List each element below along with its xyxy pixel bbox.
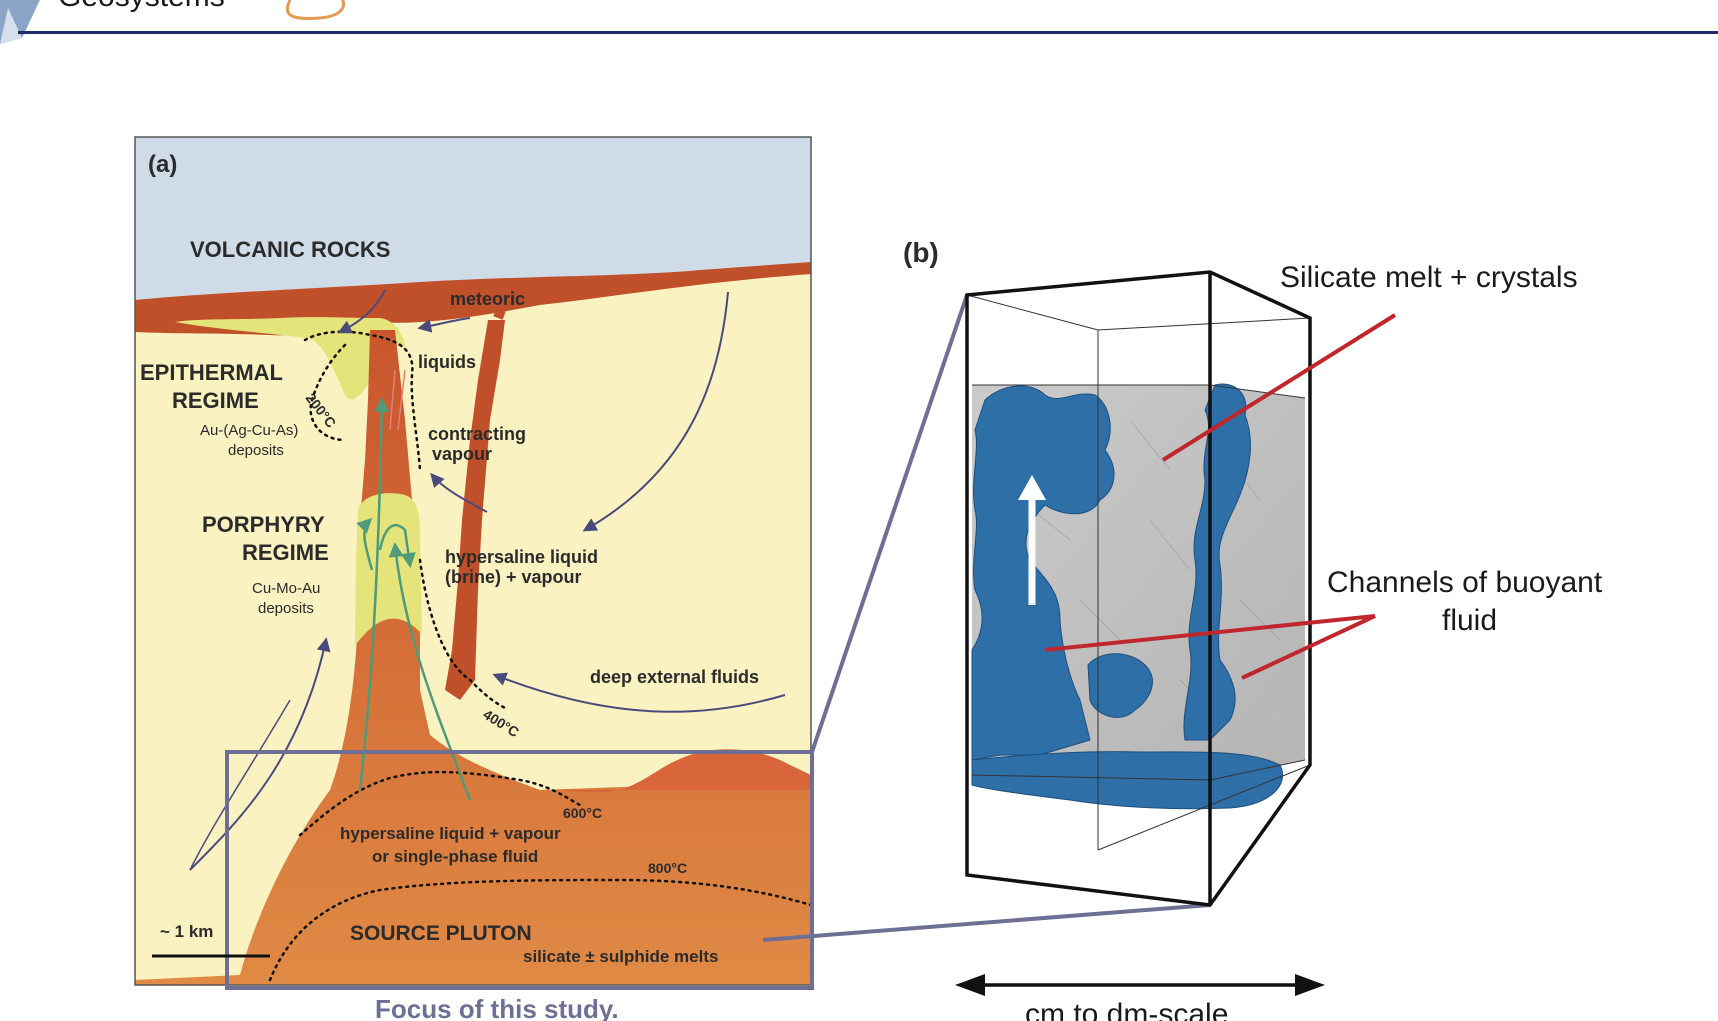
meteoric-label: meteoric (450, 289, 525, 309)
lower-fluid-label-2: or single-phase fluid (372, 847, 538, 866)
fluid-flow-arrow-3 (378, 524, 416, 568)
epithermal-deposits-2: deposits (228, 442, 284, 459)
meteoric-arrow-2 (417, 317, 471, 333)
liquids-label: liquids (418, 352, 476, 372)
porphyry-label-1: PORPHYRY (202, 512, 325, 537)
volcanic-rocks-label: VOLCANIC ROCKS (190, 237, 390, 262)
isotherm-800-label: 800°C (648, 860, 687, 876)
deep-fluid-arrow-2 (492, 672, 786, 713)
panel-b: (b) (903, 237, 1603, 1021)
vapour-streak-1 (389, 369, 396, 431)
fluid-flow-arrow-2 (388, 542, 472, 801)
epithermal-deposits-1: Au-(Ag-Cu-As) (200, 422, 298, 439)
porphyry-deposits-2: deposits (258, 600, 314, 617)
deep-fluids-label: deep external fluids (590, 667, 759, 687)
intrusion (135, 330, 811, 985)
header-rule (18, 31, 1718, 34)
mid-blob (1087, 653, 1153, 718)
box-inner-edges (966, 294, 1311, 851)
projection-line-top (810, 294, 969, 753)
dyke-top (493, 277, 509, 320)
volcanic-layer (135, 262, 811, 336)
isotherm-400 (418, 558, 507, 710)
box-outer-edges (965, 270, 1312, 907)
bottom-pool (971, 751, 1283, 810)
channels-label-2: fluid (1442, 604, 1497, 637)
meteoric-arrow-1 (337, 289, 386, 334)
brine-label-1: hypersaline liquid (445, 547, 598, 567)
pluton-ridge (540, 749, 811, 793)
focus-box (225, 750, 814, 990)
porphyry-label-2: REGIME (242, 540, 329, 565)
journal-header: Geosystems (0, 0, 1718, 44)
silicate-pointer (1161, 313, 1397, 462)
panel-a: (a) VOLCANIC ROCKS meteoric liquids EPIT… (134, 136, 814, 1021)
melts-label: silicate ± sulphide melts (523, 947, 718, 966)
scale-bar-a-label: ~ 1 km (160, 922, 213, 941)
scale-b-label: cm to dm-scale (1025, 998, 1228, 1021)
fluid-flow-arrow-4 (356, 517, 374, 571)
isotherm-800 (268, 878, 813, 982)
projection-line-bottom (762, 903, 1211, 942)
panel-a-frame (134, 136, 812, 986)
epithermal-zone (175, 317, 405, 400)
contracting-label-1: contracting (428, 424, 526, 444)
fluid-channels (971, 383, 1283, 810)
journal-g-logo-icon (285, 0, 346, 20)
isotherm-600-label: 600°C (563, 805, 602, 821)
channel-pointer-1 (1044, 614, 1376, 652)
vapour-streak-2 (397, 369, 406, 431)
epithermal-label-2: REGIME (172, 388, 259, 413)
vapour-arrow (430, 472, 488, 513)
panel-a-tag: (a) (148, 151, 177, 178)
channel-pointer-2 (1241, 614, 1376, 680)
journal-logo-facet (0, 8, 22, 44)
source-pluton-label: SOURCE PLUTON (350, 922, 532, 945)
scale-arrow-b-left-head (955, 974, 985, 996)
lower-fluid-label-1: hypersaline liquid + vapour (340, 824, 561, 843)
porphyry-deposits-1: Cu-Mo-Au (252, 580, 320, 597)
contracting-label-2: vapour (432, 444, 492, 464)
scale-arrow-b-right-head (1295, 974, 1325, 996)
silicate-label: Silicate melt + crystals (1280, 261, 1578, 294)
flow-direction-arrowhead (1018, 475, 1046, 500)
isotherm-200 (309, 343, 347, 442)
epithermal-label-1: EPITHERMAL (140, 360, 283, 385)
panel-b-tag: (b) (903, 237, 939, 268)
porphyry-input-arrow (189, 637, 331, 871)
porphyry-input-arrow-tail (189, 699, 291, 871)
journal-name: Geosystems (58, 0, 225, 13)
right-channel (1183, 383, 1251, 741)
channels-label-1: Channels of buoyant (1327, 566, 1603, 599)
dyke (445, 320, 505, 700)
deep-fluid-arrow-1 (582, 291, 729, 532)
focus-caption: Focus of this study. (375, 994, 619, 1021)
brine-label-2: (brine) + vapour (445, 567, 582, 587)
